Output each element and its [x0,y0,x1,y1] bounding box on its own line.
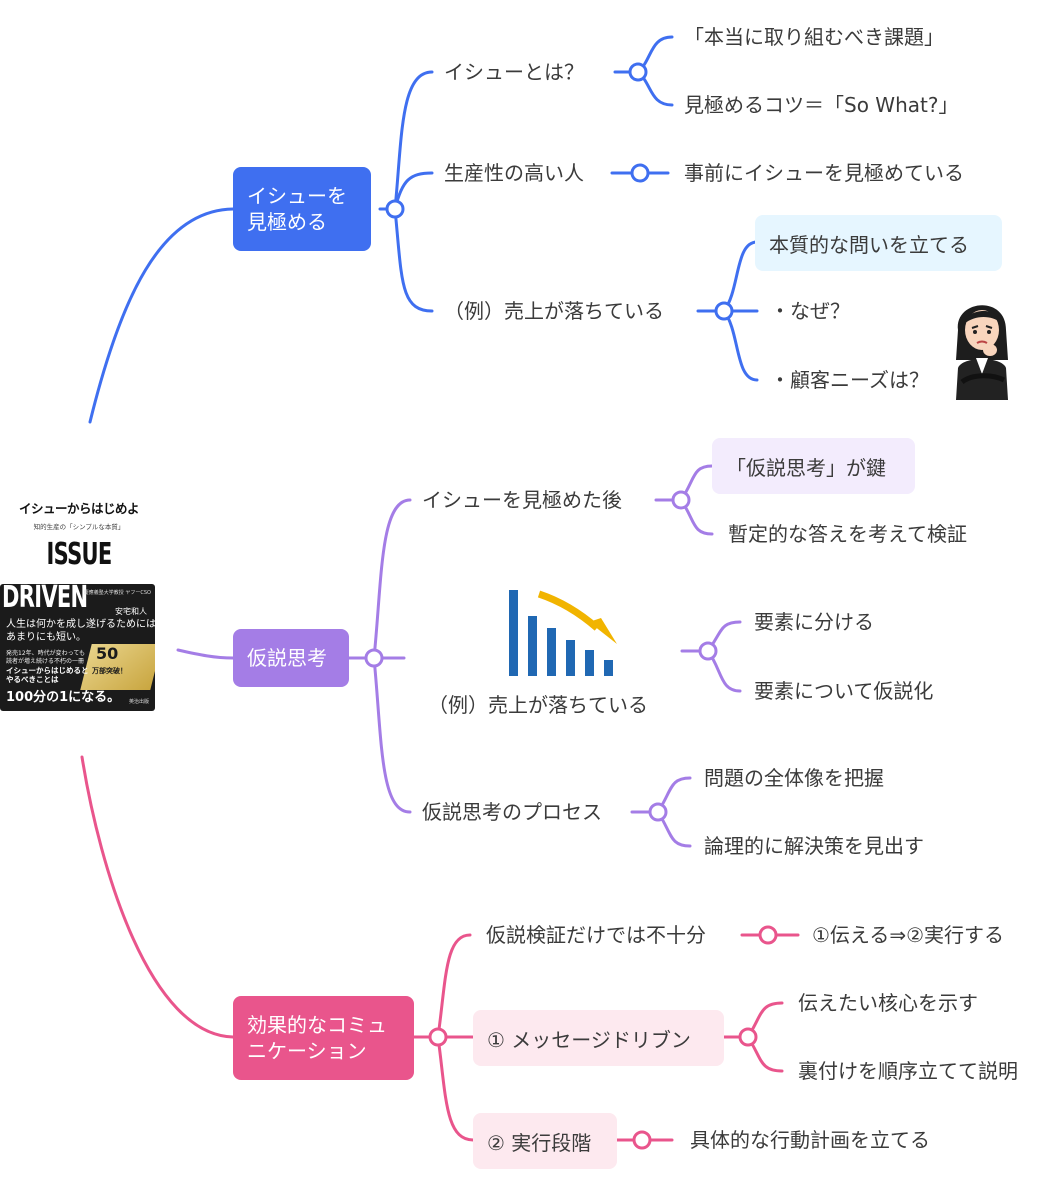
declining-sales-chart-icon [509,590,617,676]
main-node-issue-line2: 見極める [247,210,327,234]
node-customer-needs[interactable]: ・顧客ニーズは？ [770,368,929,392]
book-blurb: 発売12年、時代が変わっても 読者が増え続ける不朽の一冊 [6,650,86,665]
book-subtitle: 知的生産の「シンプルな本質」 [33,523,125,531]
link-blue-1 [393,70,434,211]
node-explain-evidence[interactable]: 裏付けを順序立てて説明 [798,1059,1018,1083]
link-root-blue [88,207,235,424]
node-true-task[interactable]: 「本当に取り組むべき課題」 [684,25,944,49]
node-execution-stage-label: ② 実行段階 [487,1130,592,1155]
main-node-hypothesis[interactable]: 仮説思考 [233,629,349,687]
book-publisher: 英治出版 [128,699,149,705]
node-hypothesis-process[interactable]: 仮説思考のプロセス [422,800,602,824]
node-hypothesis-key-label: 「仮説思考」が鍵 [726,455,886,480]
book-tagline: イシューからはじめると やるべきことは [6,666,89,684]
main-node-communication-line2: ニケーション [247,1039,367,1063]
node-convey-execute[interactable]: ①伝える⇒②実行する [812,923,1005,947]
node-execution-stage[interactable]: ② 実行段階 [473,1113,617,1169]
main-node-hypothesis-label: 仮説思考 [247,646,327,670]
book-title-en-2: DRIVEN [2,584,88,615]
book-title: イシューからはじめよ [18,501,140,516]
node-why[interactable]: ・なぜ？ [770,299,850,323]
node-hypothesize-elements[interactable]: 要素について仮説化 [754,679,934,703]
node-find-solution[interactable]: 論理的に解決策を見出す [704,834,924,858]
link-root-purple [176,648,235,660]
main-node-communication-line1: 効果的なコミュ [247,1013,387,1037]
node-what-is-issue[interactable]: イシューとは？ [444,60,584,84]
node-action-plan[interactable]: 具体的な行動計画を立てる [690,1128,930,1152]
node-essential-question[interactable]: 本質的な問いを立てる [755,215,1002,271]
node-grasp-whole-picture[interactable]: 問題の全体像を把握 [704,766,884,790]
main-node-issue[interactable]: イシューを 見極める [233,167,371,251]
book-title-en-1: ISSUE [46,537,112,572]
node-show-core[interactable]: 伝えたい核心を示す [798,991,978,1015]
node-example-sales-drop[interactable]: （例）売上が落ちている [444,299,664,323]
link-root-pink [80,755,235,1039]
book-cover: イシューからはじめよ 知的生産の「シンプルな本質」 ISSUE DRIVEN 慶… [0,492,158,714]
node-identify-in-advance[interactable]: 事前にイシューを見極めている [684,161,964,185]
node-productive-people[interactable]: 生産性の高い人 [444,161,584,185]
book-author: 安宅和人 [115,607,147,616]
worried-woman-icon [956,305,1008,400]
main-node-issue-line1: イシューを [247,184,347,208]
node-hypothesis-key[interactable]: 「仮説思考」が鍵 [712,438,915,494]
node-tentative-answer[interactable]: 暫定的な答えを考えて検証 [728,522,967,546]
node-verification-insufficient[interactable]: 仮説検証だけでは不十分 [486,923,706,947]
node-message-driven[interactable]: ① メッセージドリブン [473,1010,724,1066]
node-message-driven-label: ① メッセージドリブン [487,1027,691,1052]
link-blue-3 [393,207,434,313]
node-split-elements[interactable]: 要素に分ける [754,610,874,634]
book-author-affiliation: 慶應義塾大学教授 ヤフーCSO [83,590,151,596]
node-example-sales-drop-2[interactable]: （例）売上が落ちている [428,693,648,717]
node-after-identifying[interactable]: イシューを見極めた後 [422,488,622,512]
book-badge-number: 50 [96,644,119,663]
node-dot [385,199,405,219]
node-so-what[interactable]: 見極めるコツ＝「So What?」 [684,93,959,117]
node-essential-question-label: 本質的な問いを立てる [769,232,969,257]
book-headline: 100分の1になる。 [6,690,121,705]
book-badge-text: 万部突破！ [92,667,127,675]
book-catchphrase: 人生は何かを成し遂げるためには あまりにも短い。 [6,619,155,643]
main-node-communication[interactable]: 効果的なコミュ ニケーション [233,996,414,1080]
